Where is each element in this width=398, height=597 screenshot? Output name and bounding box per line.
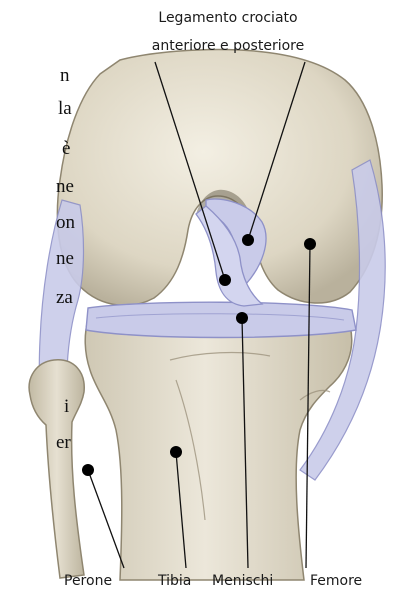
dot-menischi [236, 312, 248, 324]
tibia [85, 311, 352, 580]
text-fragment: za [56, 288, 73, 307]
text-fragment: ne [56, 177, 74, 196]
text-fragment: n [60, 66, 70, 85]
label-menischi: Menischi [212, 573, 273, 589]
leader-line-perone [88, 470, 124, 568]
text-fragment: è [62, 139, 70, 158]
text-fragment: on [56, 213, 75, 232]
menisci [86, 302, 356, 337]
label-perone: Perone [64, 573, 112, 589]
dot-tibia [170, 446, 182, 458]
title-line2: anteriore e posteriore [152, 38, 304, 54]
text-fragment: ne [56, 249, 74, 268]
dot-acl [219, 274, 231, 286]
label-femore: Femore [310, 573, 362, 589]
text-fragment: er [56, 433, 71, 452]
title-line1: Legamento crociato [158, 10, 297, 26]
text-fragment: i [64, 397, 69, 416]
dot-femore [304, 238, 316, 250]
fibula [29, 360, 84, 578]
label-tibia: Tibia [157, 573, 191, 589]
dot-perone [82, 464, 94, 476]
text-fragment: la [58, 99, 72, 118]
dot-pcl [242, 234, 254, 246]
